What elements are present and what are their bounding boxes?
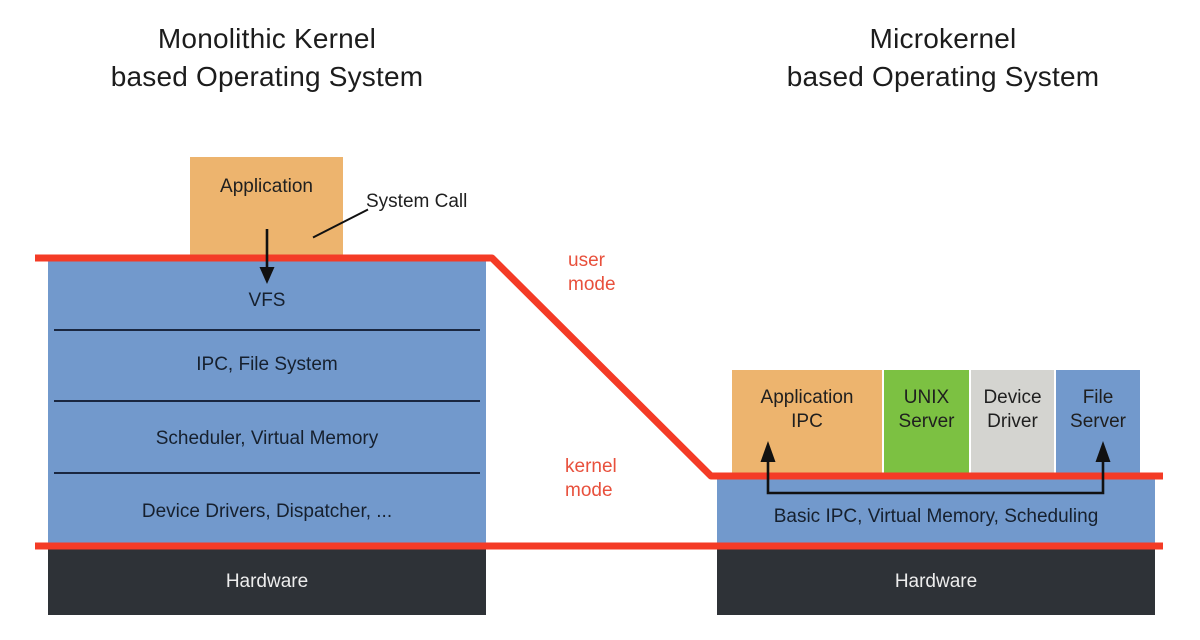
- hardware-label-left: Hardware: [225, 571, 309, 592]
- microkernel-title: Microkernel based Operating System: [723, 20, 1163, 96]
- microkernel-title-line1: Microkernel: [869, 23, 1017, 54]
- layer-separator: [54, 400, 480, 402]
- microkernel-label: Basic IPC, Virtual Memory, Scheduling: [773, 506, 1099, 527]
- kernel-layer-drivers: Device Drivers, Dispatcher, ...: [141, 501, 393, 522]
- server-label: Application: [760, 387, 854, 408]
- user-mode-label: user mode: [568, 249, 616, 296]
- kernel-mode-line2: mode: [565, 479, 613, 501]
- kernel-mode-line1: kernel: [565, 456, 617, 477]
- monolithic-title: Monolithic Kernel based Operating System: [47, 20, 487, 96]
- server-box-file-server: File Server: [1056, 370, 1140, 476]
- server-label: Device: [983, 387, 1042, 408]
- application-label: Application: [220, 176, 313, 197]
- kernel-layer-scheduler: Scheduler, Virtual Memory: [155, 428, 379, 449]
- server-label: IPC: [791, 411, 823, 432]
- application-box: Application: [190, 157, 343, 258]
- server-box-application-ipc: Application IPC: [732, 370, 882, 476]
- user-mode-line2: mode: [568, 273, 616, 295]
- layer-separator: [54, 329, 480, 331]
- kernel-layer-ipc-fs: IPC, File System: [196, 354, 338, 375]
- microkernel-title-line2: based Operating System: [786, 61, 1100, 92]
- server-label: Server: [1070, 411, 1126, 432]
- server-label: Server: [898, 411, 955, 432]
- server-label: UNIX: [903, 387, 950, 408]
- microkernel-box: Basic IPC, Virtual Memory, Scheduling: [717, 478, 1155, 545]
- hardware-box-left: Hardware: [48, 549, 486, 615]
- server-box-unix-server: UNIX Server: [884, 370, 969, 476]
- layer-separator: [54, 472, 480, 474]
- kernel-mode-label: kernel mode: [565, 455, 617, 502]
- server-box-device-driver: Device Driver: [971, 370, 1054, 476]
- server-label: File: [1082, 387, 1114, 408]
- monolithic-kernel-box: VFS IPC, File System Scheduler, Virtual …: [48, 261, 486, 545]
- user-mode-line1: user: [568, 250, 605, 271]
- hardware-label-right: Hardware: [894, 571, 978, 592]
- monolithic-title-line2: based Operating System: [110, 61, 424, 92]
- system-call-label: System Call: [366, 191, 468, 212]
- kernel-layer-vfs: VFS: [248, 290, 286, 311]
- hardware-box-right: Hardware: [717, 549, 1155, 615]
- monolithic-title-line1: Monolithic Kernel: [157, 23, 377, 54]
- server-label: Driver: [987, 411, 1038, 432]
